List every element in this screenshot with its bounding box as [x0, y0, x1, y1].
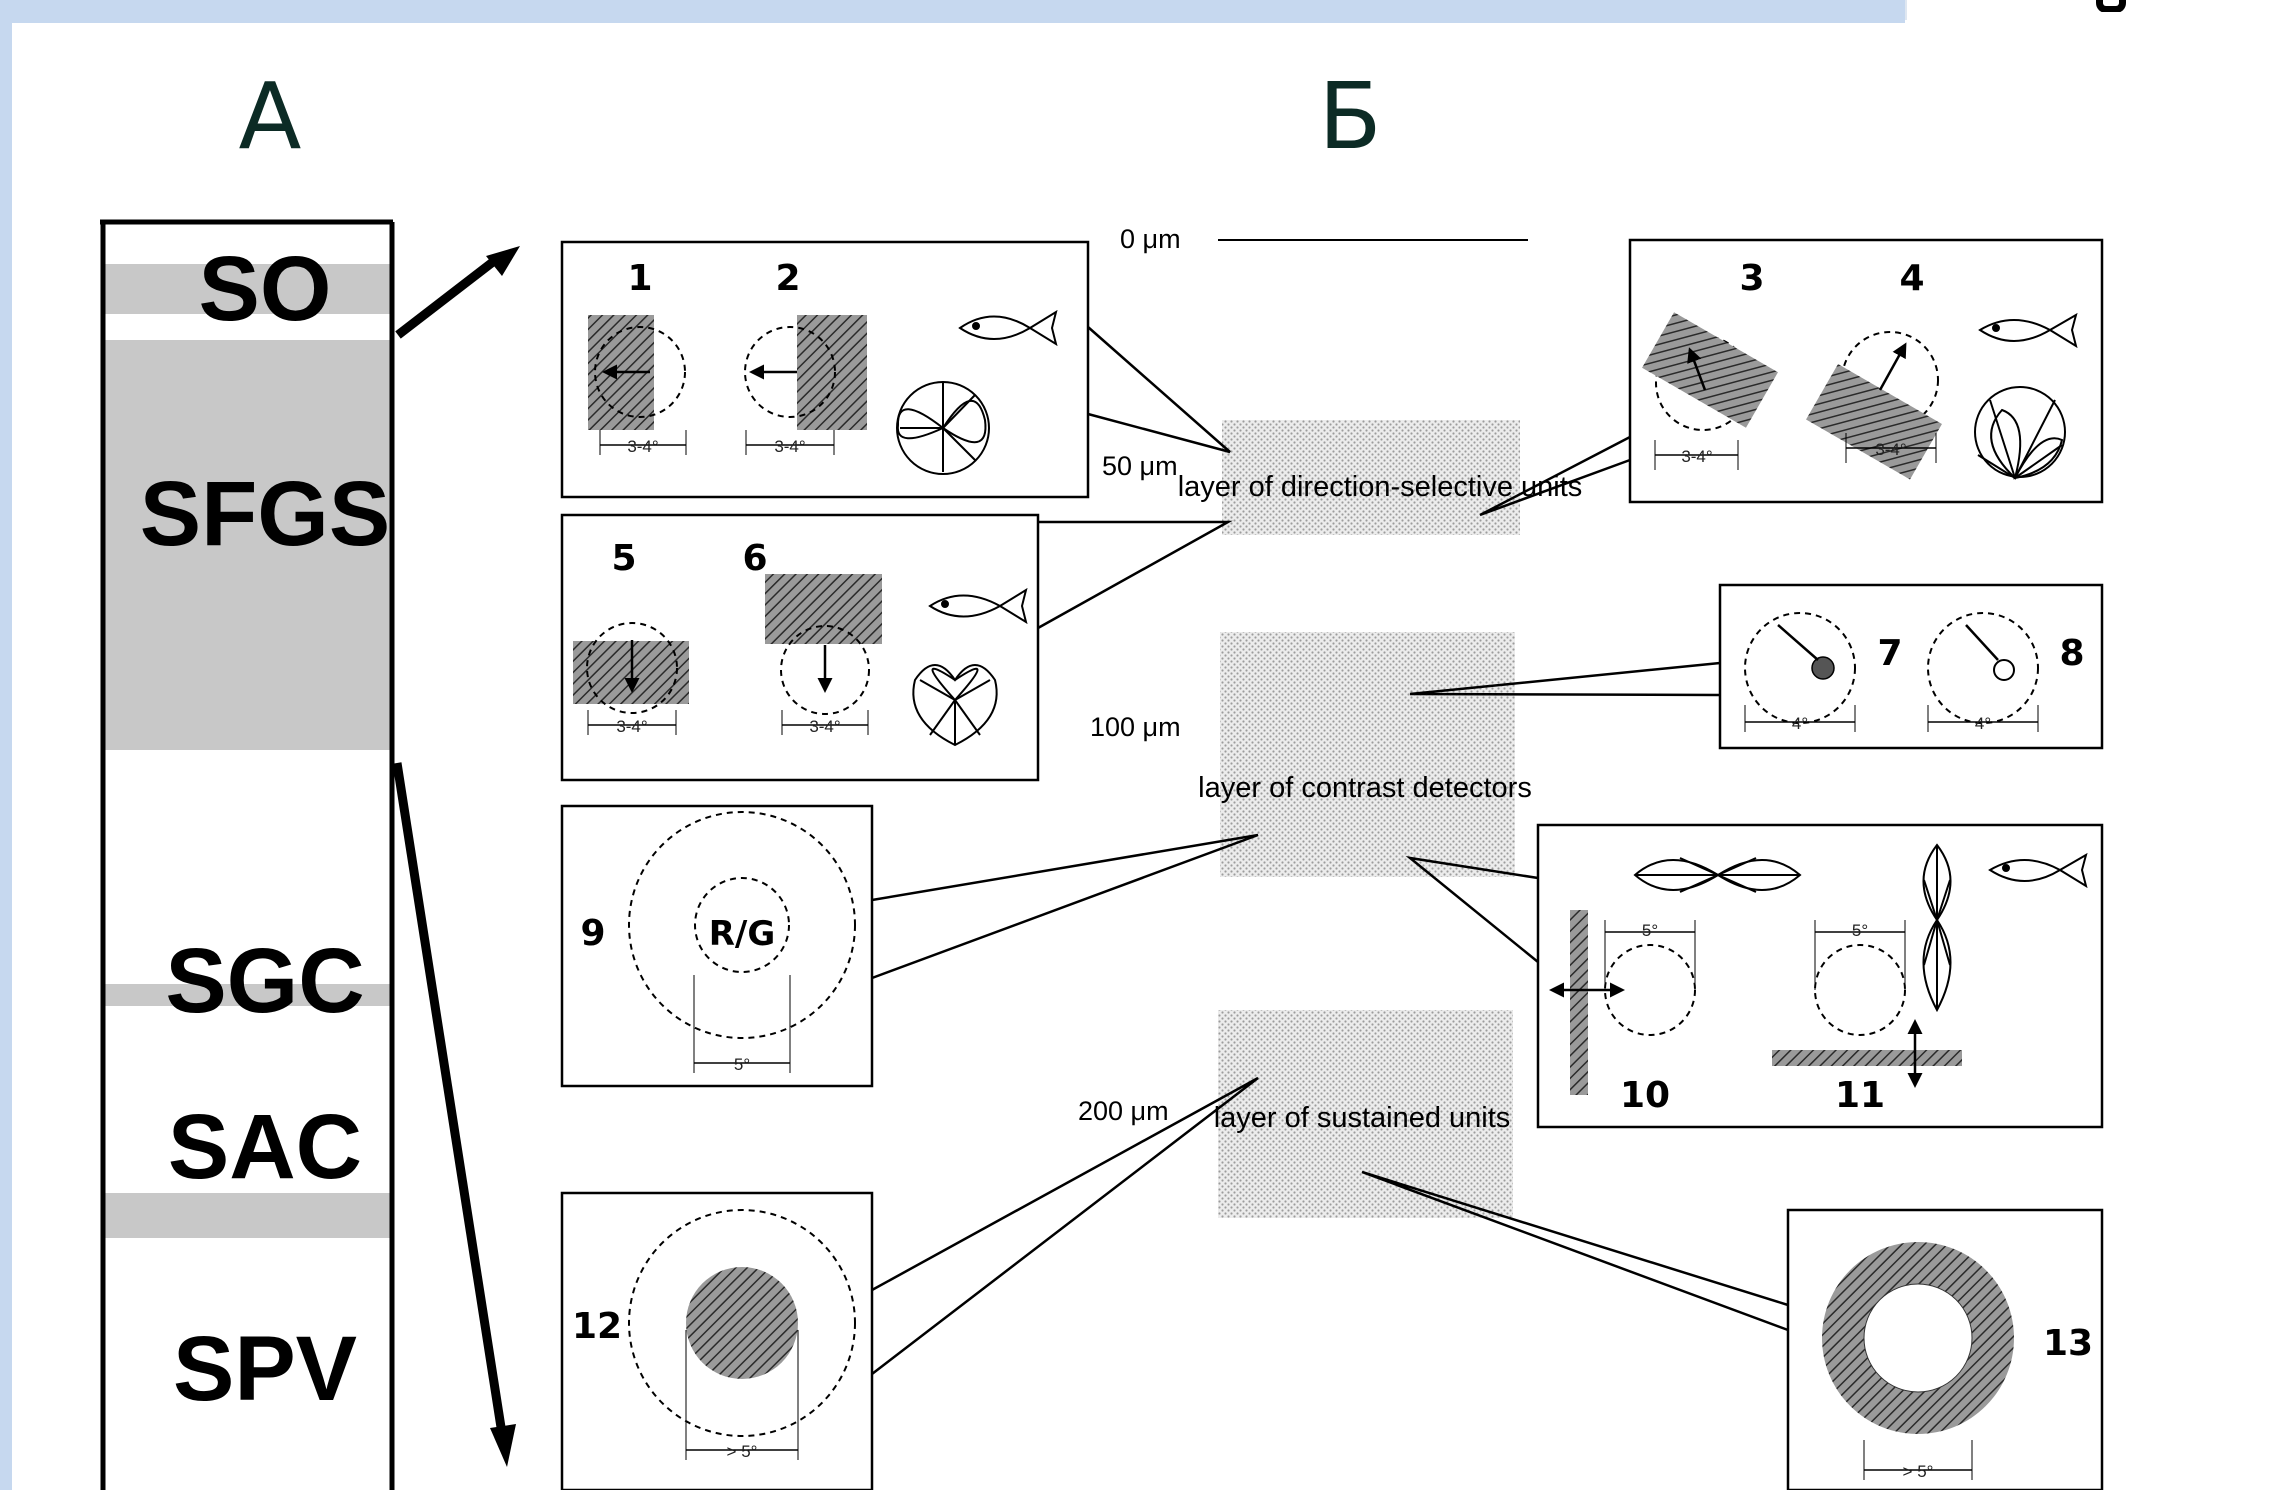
zone-label-contrast: layer of contrast detectors [1198, 772, 1532, 804]
vertical-edge-stimulus [1570, 910, 1588, 1095]
measure-gt5-b: > 5° [1903, 1462, 1934, 1481]
measure-3-4-f: 3-4° [1875, 440, 1906, 459]
layer-band-sac [105, 1193, 392, 1238]
annulus-hole [1864, 1284, 1972, 1392]
zoom-arrow-bottom [397, 763, 503, 1440]
measure-5-c: 5° [1852, 921, 1868, 940]
layer-label-sac: SAC [168, 1096, 362, 1198]
measure-3-4-a: 3-4° [627, 437, 658, 456]
dark-spot-stimulus [1812, 657, 1834, 679]
pointer-box-5-6 [1038, 522, 1228, 628]
panel-a-letter: А [239, 63, 302, 170]
measure-5-b: 5° [1642, 921, 1658, 940]
measure-3-4-e: 3-4° [1681, 447, 1712, 466]
sustained-center-stimulus [686, 1267, 798, 1379]
light-spot-stimulus [1994, 660, 2014, 680]
measure-4-a: 4° [1792, 714, 1808, 733]
color-opponent-label: R/G [709, 914, 776, 954]
layer-label-sfgs: SFGS [140, 463, 390, 565]
horizontal-edge-stimulus [1772, 1050, 1962, 1066]
unit-number-5: 5 [611, 538, 636, 579]
unit-number-11: 11 [1835, 1075, 1885, 1116]
layer-label-sgc: SGC [165, 930, 364, 1032]
zone-label-direction: layer of direction-selective units [1178, 471, 1583, 503]
unit-number-9: 9 [580, 913, 605, 954]
pointer-box-9 [872, 835, 1258, 978]
depth-50: 50 μm [1102, 451, 1178, 481]
measure-5-a: 5° [734, 1055, 750, 1074]
zone-contrast-detectors [1220, 632, 1515, 877]
depth-100: 100 μm [1090, 712, 1181, 742]
layer-label-so: SO [199, 238, 332, 340]
unit-number-2: 2 [775, 258, 800, 299]
zoom-arrow-top [398, 258, 498, 335]
zoom-arrowhead-top [486, 246, 520, 276]
unit-number-1: 1 [627, 258, 652, 299]
unit-number-3: 3 [1739, 258, 1764, 299]
measure-3-4-c: 3-4° [616, 717, 647, 736]
measure-3-4-b: 3-4° [774, 437, 805, 456]
measure-3-4-d: 3-4° [809, 717, 840, 736]
unit-number-7: 7 [1877, 633, 1902, 674]
box-units-7-8 [1720, 585, 2102, 748]
stimulus-bar-2 [797, 315, 867, 430]
pointer-box-1-2 [1088, 327, 1230, 452]
zoom-arrowhead-bottom [490, 1424, 516, 1467]
tectum-layer-column: SO SFGS SGC SAC SPV [100, 222, 393, 1490]
unit-number-4: 4 [1899, 258, 1924, 299]
panel-b-letter: Б [1318, 63, 1381, 170]
stimulus-bar-6 [765, 574, 882, 644]
unit-number-6: 6 [742, 538, 767, 579]
depth-0: 0 μm [1120, 224, 1181, 254]
unit-number-10: 10 [1620, 1075, 1670, 1116]
unit-number-8: 8 [2059, 633, 2084, 674]
measure-gt5-a: > 5° [727, 1442, 758, 1461]
measure-4-b: 4° [1975, 714, 1991, 733]
unit-number-13: 13 [2043, 1323, 2093, 1364]
pointer-box-12 [872, 1078, 1258, 1374]
zoom-arrows [397, 246, 520, 1467]
zone-label-sustained: layer of sustained units [1214, 1102, 1511, 1134]
layer-label-spv: SPV [173, 1318, 357, 1420]
unit-number-12: 12 [572, 1306, 622, 1347]
depth-200: 200 μm [1078, 1096, 1169, 1126]
pointer-box-13 [1362, 1172, 1788, 1330]
